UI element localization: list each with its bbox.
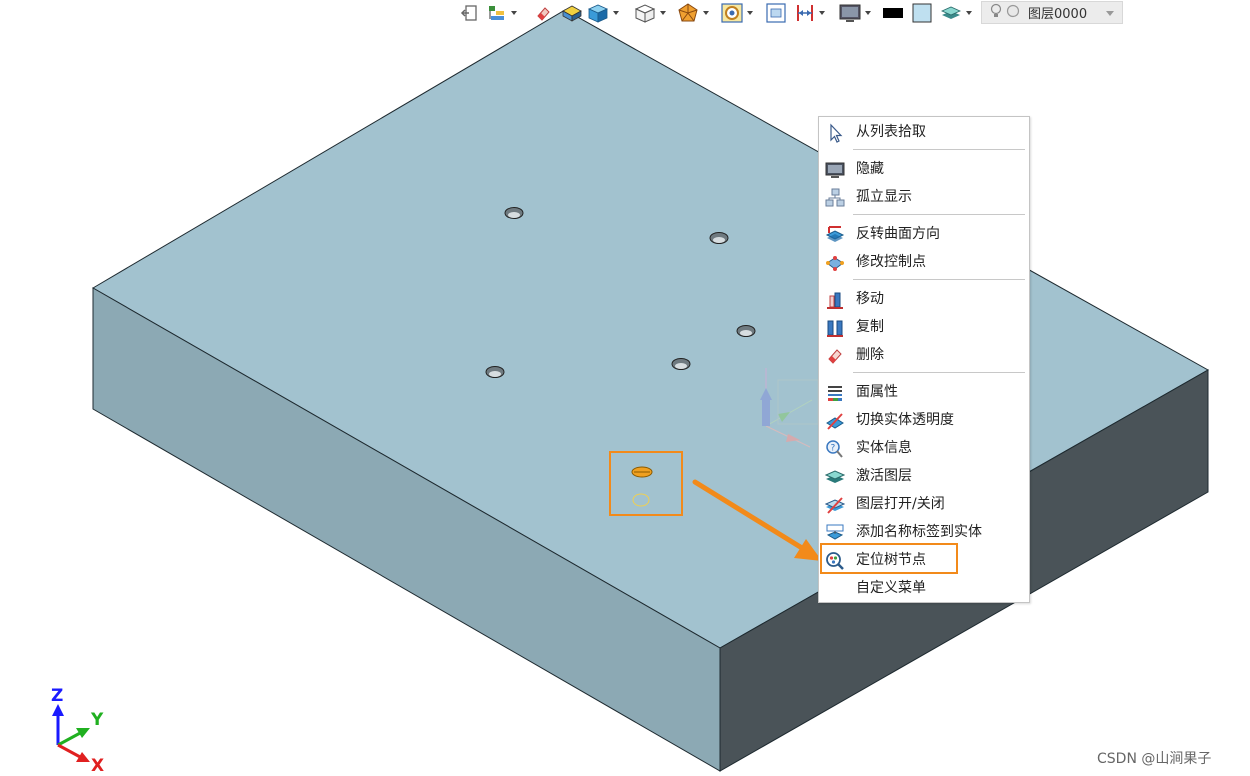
menu-item-label: 移动 [856,291,884,307]
solid-cube-icon[interactable] [587,3,619,23]
menu-item-delete[interactable]: 删除 [819,342,1029,368]
face-properties-icon [825,383,845,403]
menu-separator [853,214,1025,215]
menu-item-label: 删除 [856,347,884,363]
menu-item-activate-layer[interactable]: 激活图层 [819,463,1029,489]
layer-toggle-icon [824,495,846,515]
polyhedron-icon[interactable] [677,3,709,23]
chevron-down-icon[interactable] [1106,11,1114,16]
menu-item-custom-menu[interactable]: 自定义菜单 [819,575,1029,601]
fit-view-icon[interactable] [766,3,786,23]
zoom-all-icon[interactable] [721,3,753,23]
menu-item-layer-on-off[interactable]: 图层打开/关闭 [819,491,1029,517]
copy-icon [825,318,845,338]
feature-highlight-box [609,451,683,516]
menu-item-move[interactable]: 移动 [819,286,1029,312]
cursor-arrow-icon [825,123,845,143]
reverse-surface-icon [825,225,845,245]
menu-item-label: 从列表拾取 [856,124,926,140]
menu-separator [853,372,1025,373]
menu-item-label: 图层打开/关闭 [856,496,945,512]
context-menu: 从列表拾取 隐藏 孤立显示 反转曲面方向 修改控制点 移动 复制 删除 面属性 … [818,116,1030,603]
menu-item-label: 反转曲面方向 [856,226,940,242]
entity-info-icon: ? [825,439,845,459]
watermark: CSDN @山涧果子 [1097,751,1212,767]
menu-item-label: 孤立显示 [856,189,912,205]
menu-item-reverse-surface[interactable]: 反转曲面方向 [819,221,1029,247]
selected-feature-marker[interactable] [631,466,653,507]
menu-item-label: 定位树节点 [856,552,926,568]
hole-feature[interactable] [504,207,524,219]
menu-item-label: 添加名称标签到实体 [856,524,982,540]
layer-select[interactable]: 图层0000 [981,1,1123,24]
menu-item-label: 自定义菜单 [856,580,926,596]
dimension-icon[interactable] [795,3,825,23]
menu-item-label: 面属性 [856,384,898,400]
layer-stack-icon[interactable] [940,3,972,23]
menu-separator [853,279,1025,280]
menu-item-label: 实体信息 [856,440,912,456]
axis-label-x: X [91,756,105,776]
axis-label-y: Y [91,710,104,730]
layer-name-label: 图层0000 [1028,7,1088,22]
layer-status-icon [1006,4,1020,22]
hole-feature[interactable] [671,358,691,370]
menu-item-add-name-tag[interactable]: 添加名称标签到实体 [819,519,1029,545]
menu-separator [853,149,1025,150]
monitor-hide-icon [825,160,845,180]
menu-item-highlight-box [820,543,958,574]
menu-item-copy[interactable]: 复制 [819,314,1029,340]
menu-item-label: 隐藏 [856,161,884,177]
black-color-swatch[interactable] [883,3,903,23]
wireframe-cube-icon[interactable] [634,3,666,23]
name-tag-icon [825,523,845,543]
manipulator-triad[interactable] [760,368,819,448]
menu-item-face-properties[interactable]: 面属性 [819,379,1029,405]
menu-item-pick-from-list[interactable]: 从列表拾取 [819,119,1029,145]
monitor-display-icon[interactable] [839,3,871,23]
layer-tree-icon[interactable] [487,3,517,23]
locate-tree-node-icon [825,551,845,571]
menu-item-hide[interactable]: 隐藏 [819,156,1029,182]
hole-feature[interactable] [485,366,505,378]
menu-item-label: 复制 [856,319,884,335]
menu-item-isolate-display[interactable]: 孤立显示 [819,184,1029,210]
light-blue-color-swatch[interactable] [912,3,932,23]
menu-item-toggle-transparency[interactable]: 切换实体透明度 [819,407,1029,433]
transparency-icon [825,411,845,431]
isolate-display-icon [825,188,845,208]
lightbulb-icon [990,3,1002,23]
view-axis-triad [52,704,90,762]
axis-label-z: Z [51,686,64,706]
menu-item-label: 切换实体透明度 [856,412,954,428]
eraser-delete-icon [825,346,845,366]
menu-item-modify-control-points[interactable]: 修改控制点 [819,249,1029,275]
menu-item-entity-info[interactable]: ? 实体信息 [819,435,1029,461]
menu-item-label: 修改控制点 [856,254,926,270]
annotation-arrow [692,479,822,561]
exit-icon[interactable] [460,3,478,23]
render-shaded-icon[interactable] [561,3,583,23]
eraser-icon[interactable] [535,3,551,23]
menu-item-label: 激活图层 [856,468,912,484]
move-icon [825,290,845,310]
hole-feature[interactable] [709,232,729,244]
menu-item-locate-tree-node[interactable]: 定位树节点 [819,547,1029,573]
view-toolbar: 图层0000 [455,0,1130,26]
svg-text:?: ? [831,444,836,454]
control-points-icon [825,253,845,273]
activate-layer-icon [824,467,846,487]
hole-feature[interactable] [736,325,756,337]
